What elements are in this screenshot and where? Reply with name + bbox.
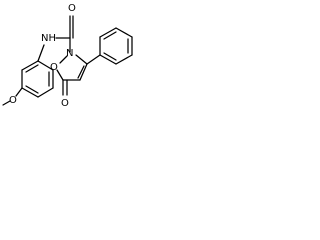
- ring-double-bond: [77, 65, 85, 79]
- atom-label-n-ring: N: [66, 48, 73, 59]
- atom-label-o-ring: O: [50, 62, 58, 73]
- molecule-canvas: O NH O N O O: [0, 0, 142, 119]
- ring-bond: [21, 87, 39, 98]
- bond-aryl-nh: [37, 44, 45, 62]
- bond-o-aryl: [15, 87, 23, 97]
- atom-label-o-keto: O: [61, 98, 69, 109]
- bond-c3-phenyl: [86, 54, 101, 65]
- ring-double-bond: [25, 85, 39, 94]
- ring-bond: [56, 69, 64, 81]
- phenyl-ring: [99, 27, 133, 65]
- ring-bond: [59, 55, 68, 64]
- ring-bond: [79, 63, 88, 81]
- ring-double-bond: [103, 31, 117, 40]
- atom-label-nh: NH: [41, 33, 56, 44]
- ring-bond: [21, 60, 39, 71]
- ring-bond: [37, 87, 54, 98]
- ring-double-bond: [25, 64, 39, 73]
- ring-bond: [99, 27, 117, 38]
- ring-bond: [75, 54, 88, 65]
- isoxazolone-ring: [56, 54, 88, 81]
- bond-methyl-o: [2, 100, 11, 106]
- ring-double-bond: [103, 52, 117, 61]
- atom-label-o-carbonyl: O: [68, 3, 76, 14]
- ring-bond: [115, 27, 133, 38]
- atom-label-o-methoxy: O: [9, 95, 17, 106]
- structure-svg: O NH O N O O: [2, 3, 133, 109]
- ring-bond: [99, 54, 117, 65]
- ring-bond: [37, 60, 54, 71]
- ring-bond: [115, 54, 133, 65]
- methoxyphenyl-ring: [21, 60, 54, 98]
